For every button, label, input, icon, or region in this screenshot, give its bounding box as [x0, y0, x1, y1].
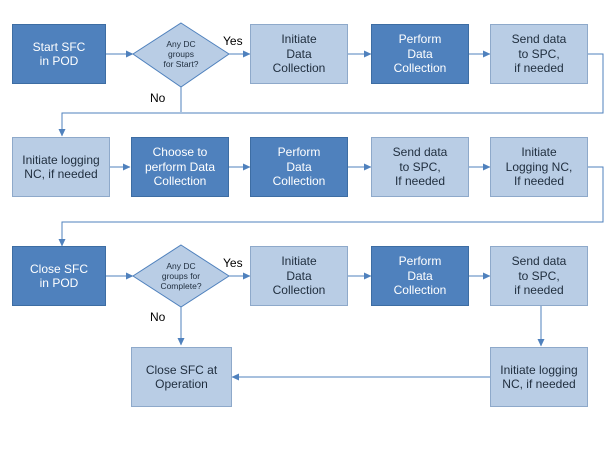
r2-initiate-logging-nc-box-2: Initiate Logging NC, If needed — [490, 137, 588, 197]
r2-initiate-logging-nc-box: Initiate logging NC, if needed — [12, 137, 110, 197]
decision-diamond-complete — [132, 244, 230, 308]
r2-send-data-to-spc-box: Send data to SPC, If needed — [371, 137, 469, 197]
decision-complete-text: Any DC groups for Complete? — [160, 261, 202, 291]
close-sfc-box: Close SFC in POD — [12, 246, 106, 306]
r1-initiate-data-collection-box: Initiate Data Collection — [250, 24, 348, 84]
no-label-complete: No — [150, 310, 166, 324]
r4-initiate-logging-nc-box: Initiate logging NC, if needed — [490, 347, 588, 407]
no-label-start: No — [150, 91, 166, 105]
start-sfc-box: Start SFC in POD — [12, 24, 106, 84]
r1-perform-data-collection-box: Perform Data Collection — [371, 24, 469, 84]
yes-label-start: Yes — [223, 34, 243, 48]
r2-choose-to-perform-data-collection-box: Choose to perform Data Collection — [131, 137, 229, 197]
connector-r2-wrap — [58, 166, 604, 247]
r1-send-data-to-spc-box: Send data to SPC, if needed — [490, 24, 588, 84]
connector-r1-wrap — [58, 53, 604, 137]
decision-start-text: Any DC groups for Start? — [163, 39, 199, 69]
r3-send-data-to-spc-box: Send data to SPC, if needed — [490, 246, 588, 306]
yes-label-complete: Yes — [223, 256, 243, 270]
r2-perform-data-collection-box: Perform Data Collection — [250, 137, 348, 197]
decision-diamond-start — [132, 22, 230, 88]
close-sfc-at-operation-box: Close SFC at Operation — [131, 347, 232, 407]
r3-perform-data-collection-box: Perform Data Collection — [371, 246, 469, 306]
r3-initiate-data-collection-box: Initiate Data Collection — [250, 246, 348, 306]
